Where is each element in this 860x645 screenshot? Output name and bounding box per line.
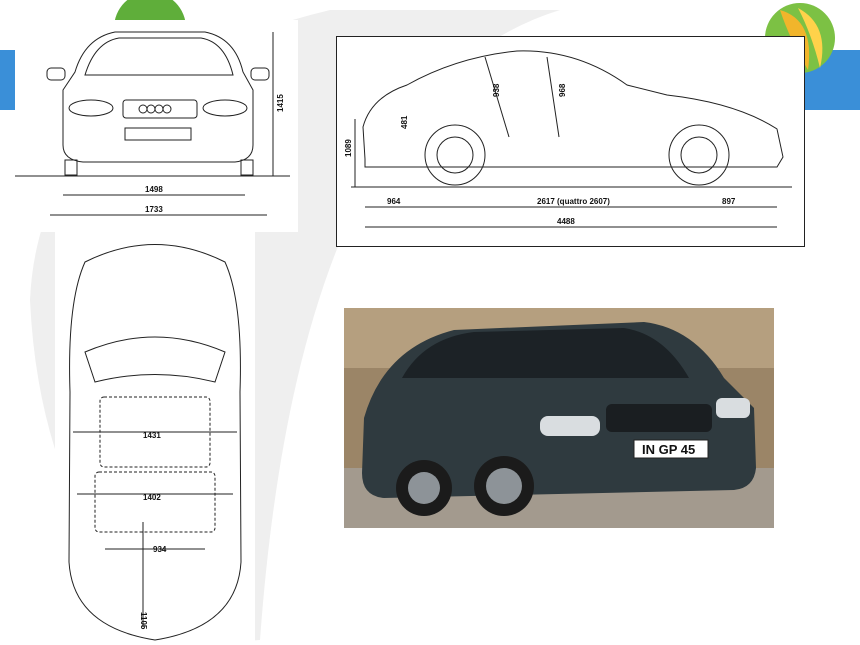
license-plate bbox=[124, 127, 192, 141]
side-view-diagram: 481 938 968 1089 964 2617 (quattro 2607)… bbox=[336, 36, 805, 247]
top-view-drawing: 1431 1402 934 1105 bbox=[68, 244, 242, 641]
grille bbox=[122, 99, 198, 119]
rear-wheel bbox=[424, 124, 486, 186]
side-view-drawing: 481 938 968 1089 964 2617 (quattro 2607)… bbox=[344, 50, 792, 228]
right-headlight bbox=[202, 99, 248, 117]
windshield bbox=[84, 37, 234, 76]
car-windows bbox=[402, 328, 689, 378]
dim-track: 1498 bbox=[145, 185, 163, 194]
dim-front-overhang: 897 bbox=[722, 197, 736, 206]
car-front-outline bbox=[62, 31, 254, 163]
right-mirror bbox=[250, 67, 270, 81]
dim-height: 1415 bbox=[276, 94, 285, 112]
car-photo-illustration: IN GP 45 bbox=[344, 308, 774, 528]
windshield-top bbox=[84, 336, 226, 383]
dim-rear-overhang: 964 bbox=[387, 197, 401, 206]
car-grille bbox=[606, 404, 712, 432]
car-top-outline bbox=[68, 244, 242, 641]
rear-seats bbox=[94, 471, 216, 533]
car-photo: IN GP 45 bbox=[344, 308, 774, 528]
left-mirror bbox=[46, 67, 66, 81]
car-license-plate bbox=[633, 439, 709, 459]
left-headlight bbox=[68, 99, 114, 117]
front-wheel bbox=[668, 124, 730, 186]
dim-front-headroom: 968 bbox=[558, 83, 567, 97]
dim-length: 4488 bbox=[557, 217, 575, 226]
dim-rear-width: 1402 bbox=[143, 493, 161, 502]
plate-number: IN GP 45 bbox=[642, 442, 695, 457]
front-view-drawing: 1415 1498 1733 bbox=[15, 31, 290, 216]
car-side-outline bbox=[362, 50, 784, 168]
dim-trunk-height: 481 bbox=[400, 115, 409, 129]
dim-front-width: 1431 bbox=[143, 431, 161, 440]
car-headlight bbox=[540, 416, 600, 436]
dim-width: 1733 bbox=[145, 205, 163, 214]
dim-rear-headroom: 938 bbox=[492, 83, 501, 97]
front-view-diagram: 1415 1498 1733 bbox=[15, 20, 298, 232]
dim-rear-seat-width: 934 bbox=[153, 545, 167, 554]
top-view-diagram: 1431 1402 934 1105 bbox=[55, 232, 255, 645]
dim-wheelbase: 2617 (quattro 2607) bbox=[537, 197, 610, 206]
dim-rear-length: 1105 bbox=[139, 612, 148, 630]
dim-side-height: 1089 bbox=[344, 139, 353, 157]
